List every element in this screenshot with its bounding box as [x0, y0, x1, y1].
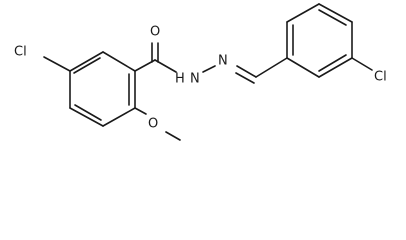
bond-ring2-e: [318, 57, 353, 78]
bond-ring1-d: [102, 107, 136, 127]
atom-imine-n: N: [218, 54, 228, 69]
bond-o-methyl: [165, 131, 181, 141]
bond-ring1-c-inner: [74, 104, 102, 121]
bond-ring1-a-inner: [73, 57, 101, 74]
atom-nh-n: N: [190, 72, 200, 87]
atom-ether-o: O: [148, 117, 158, 132]
left-ring: [69, 51, 136, 127]
bond-n-ch-2: [235, 72, 255, 84]
bond-ring1-f: [102, 51, 136, 72]
bond-ch-ring2: [255, 57, 288, 78]
bond-c-cl-left: [43, 56, 71, 72]
bond-carbonyl-nh: [154, 59, 177, 73]
bond-c-cl-right: [351, 57, 373, 71]
bond-nh-n: [202, 65, 216, 73]
atom-carbonyl-o: O: [150, 25, 160, 40]
bond-ring1-a: [69, 51, 104, 72]
bond-c-o-ether: [134, 107, 147, 115]
atom-nh-h: H: [175, 72, 185, 87]
bond-n-ch-1: [236, 65, 257, 78]
molecule-structure: Cl O H N N Cl O: [14, 3, 387, 141]
atom-cl-left: Cl: [14, 45, 27, 60]
bond-ring2-b: [286, 3, 320, 23]
right-ring: [286, 3, 353, 78]
bond-ring2-f: [286, 57, 320, 78]
bond-ring2-c-inner: [318, 9, 347, 26]
bond-ring1-c: [69, 107, 104, 127]
bond-ring2-c: [318, 3, 353, 23]
atom-cl-right: Cl: [374, 70, 387, 85]
bond-ring2-e-inner: [318, 54, 347, 72]
